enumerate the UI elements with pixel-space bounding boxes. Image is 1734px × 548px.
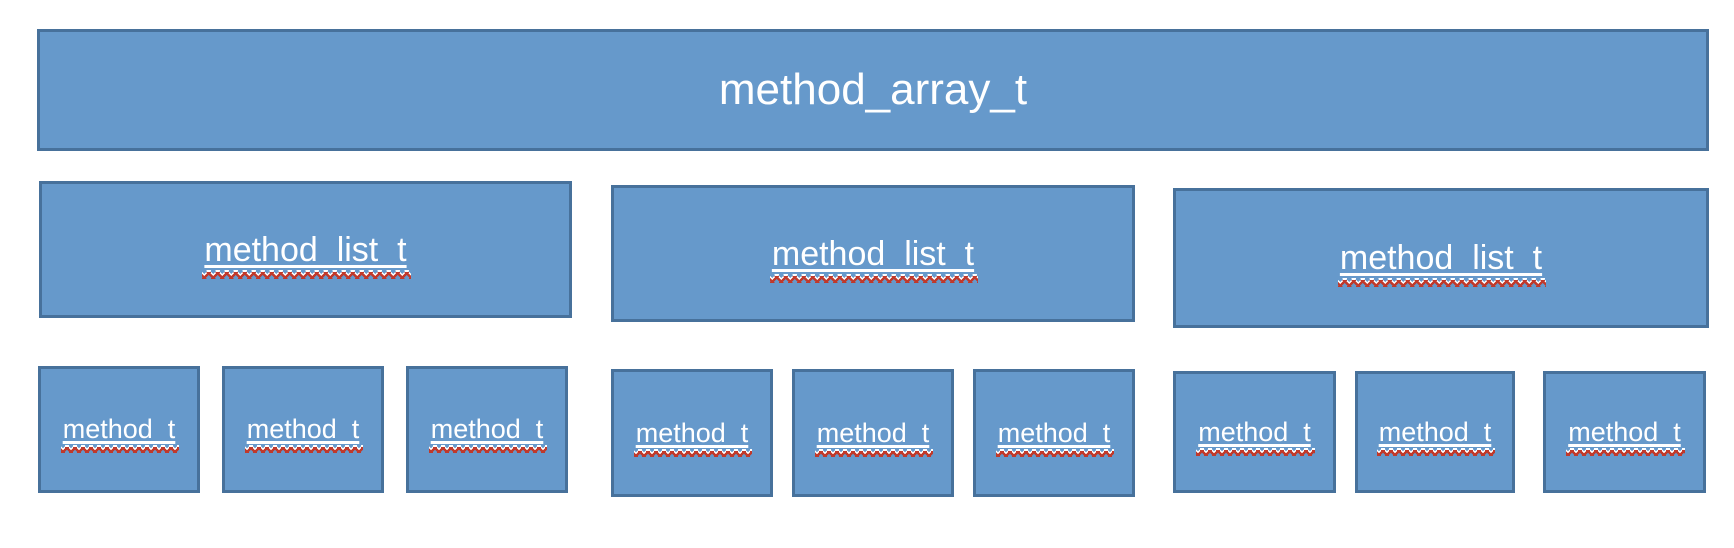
- method-label: method_t: [995, 417, 1114, 457]
- method-label: method_t: [814, 417, 933, 457]
- method-label: method_t: [244, 414, 363, 453]
- method-box-6: method_t: [973, 369, 1135, 497]
- method-list-box-2: method_list_t: [611, 185, 1135, 322]
- method-array-box: method_array_t: [37, 29, 1709, 151]
- method-label: method_t: [1376, 416, 1495, 456]
- method-box-2: method_t: [222, 366, 384, 493]
- method-list-box-3: method_list_t: [1173, 188, 1709, 328]
- method-list-label: method_list_t: [1337, 239, 1547, 287]
- method-label: method_t: [60, 414, 179, 453]
- method-box-4: method_t: [611, 369, 773, 497]
- method-list-box-1: method_list_t: [39, 181, 572, 318]
- method-box-9: method_t: [1543, 371, 1706, 493]
- method-list-label: method_list_t: [202, 230, 411, 279]
- method-label: method_t: [633, 417, 752, 457]
- method-box-1: method_t: [38, 366, 200, 493]
- method-label: method_t: [1196, 416, 1315, 456]
- method-box-8: method_t: [1355, 371, 1515, 493]
- method-list-label: method_list_t: [769, 234, 979, 283]
- method-box-7: method_t: [1173, 371, 1336, 493]
- method-box-3: method_t: [406, 366, 568, 493]
- method-label: method_t: [428, 414, 547, 453]
- method-box-5: method_t: [792, 369, 954, 497]
- method-array-label: method_array_t: [718, 65, 1028, 114]
- method-label: method_t: [1566, 416, 1685, 456]
